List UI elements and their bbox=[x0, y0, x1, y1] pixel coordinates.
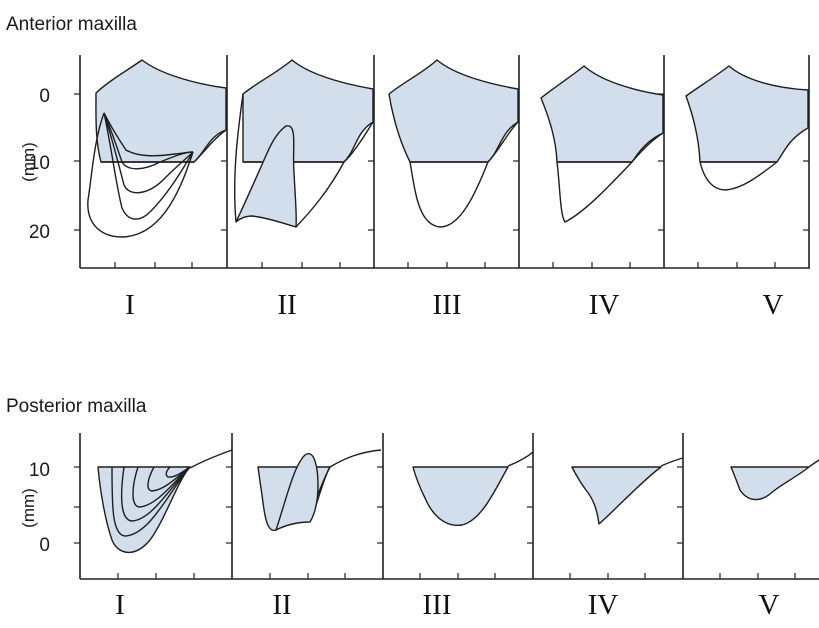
anterior-panel-3 bbox=[388, 59, 519, 228]
posterior-panel-4 bbox=[571, 457, 684, 525]
posterior-title: Posterior maxilla bbox=[6, 396, 147, 417]
anterior-panel-2 bbox=[234, 59, 374, 228]
anterior-tick-0: 0 bbox=[39, 86, 50, 107]
posterior-class-4: IV bbox=[588, 589, 619, 621]
posterior-tick-0: 0 bbox=[39, 535, 50, 556]
posterior-unit-label: (mm) bbox=[19, 488, 38, 528]
posterior-class-3: III bbox=[423, 589, 452, 621]
anterior-panel-4 bbox=[540, 65, 664, 223]
anterior-panel-5 bbox=[685, 65, 809, 191]
anterior-class-1: I bbox=[125, 289, 135, 321]
posterior-panel-5 bbox=[730, 459, 819, 501]
posterior-tick-10: 10 bbox=[29, 460, 50, 481]
posterior-class-5: V bbox=[759, 589, 780, 621]
posterior-class-2: II bbox=[272, 589, 291, 621]
anterior-tick-20: 20 bbox=[29, 222, 50, 243]
anterior-class-2: II bbox=[277, 289, 296, 321]
posterior-panel-1 bbox=[97, 449, 233, 554]
anterior-title: Anterior maxilla bbox=[6, 14, 137, 35]
posterior-panel-3 bbox=[412, 451, 534, 526]
posterior-panel-2 bbox=[257, 449, 382, 531]
anterior-class-3: III bbox=[433, 289, 462, 321]
anterior-tick-10: 10 bbox=[29, 153, 50, 174]
posterior-frames bbox=[74, 433, 819, 580]
anterior-unit-label: (mm) bbox=[19, 142, 38, 182]
posterior-class-1: I bbox=[115, 589, 125, 621]
anterior-class-5: V bbox=[763, 289, 784, 321]
anterior-class-4: IV bbox=[589, 289, 620, 321]
anterior-panel-1 bbox=[87, 59, 227, 238]
